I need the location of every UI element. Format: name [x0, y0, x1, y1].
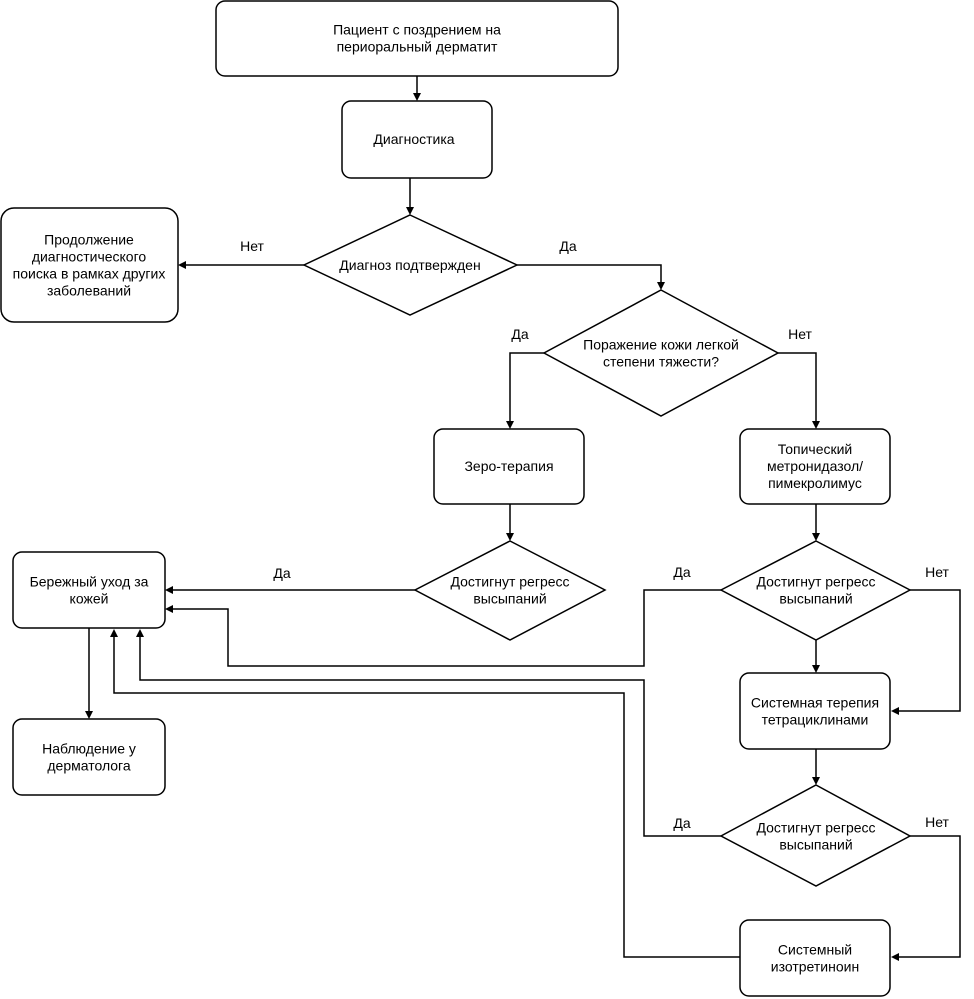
- arrowhead: [891, 707, 899, 715]
- edge-label-confirmed-no: Нет: [240, 238, 264, 254]
- label-line: Зеро-терапия: [464, 458, 553, 474]
- label-line: Пациент с поздрением на: [333, 22, 501, 38]
- edge-labels: Нет Да Да Нет Да Да Нет Да Нет: [240, 238, 949, 831]
- arrowhead: [136, 629, 144, 637]
- arrowhead: [413, 93, 421, 101]
- label-line: поиска в рамках других: [13, 266, 166, 282]
- edge-regress-3-no-to-isotretinoin: [898, 835, 961, 958]
- label-line: Диагноз подтвержден: [339, 257, 480, 273]
- edge-label-regress2-no: Нет: [925, 564, 949, 580]
- label-line: Наблюдение у: [42, 741, 136, 757]
- label-line: высыпаний: [779, 591, 852, 607]
- arrowhead: [657, 282, 665, 290]
- label-line: периоральный дерматит: [337, 39, 498, 55]
- node-zero-therapy-label: Зеро-терапия: [464, 458, 553, 474]
- edge-regress-2-no-to-tetracyclines: [898, 589, 961, 712]
- label-line: кожей: [70, 591, 109, 607]
- label-line: Продолжение: [44, 232, 134, 248]
- edge-label-mild-no: Нет: [788, 326, 812, 342]
- arrowhead: [812, 421, 820, 429]
- edge-label-regress3-no: Нет: [925, 814, 949, 830]
- edge-label-regress2-yes: Да: [673, 564, 690, 580]
- label-line: Достигнут регресс: [450, 574, 569, 590]
- arrowhead: [165, 586, 173, 594]
- label-line: Поражение кожи легкой: [583, 337, 739, 353]
- label-line: Бережный уход за: [30, 574, 149, 590]
- edge-label-regress3-yes: Да: [673, 815, 690, 831]
- edge-label-regress1-yes: Да: [273, 565, 290, 581]
- node-diagnosis-confirmed: Диагноз подтвержден: [302, 214, 519, 316]
- label-line: степени тяжести?: [603, 354, 719, 370]
- edge-label-mild-yes: Да: [511, 326, 528, 342]
- label-line: метронидазол/: [767, 458, 863, 474]
- edge-confirmed-yes-to-mild: [517, 264, 662, 283]
- label-line: тетрациклинами: [762, 712, 869, 728]
- label-line: высыпаний: [473, 591, 546, 607]
- label-line: Достигнут регресс: [756, 820, 875, 836]
- arrowhead: [812, 777, 820, 785]
- label-line: дерматолога: [47, 758, 130, 774]
- edge-isotretinoin-to-gentle-care: [113, 636, 740, 958]
- label-line: Топический: [778, 441, 853, 457]
- arrowhead: [85, 711, 93, 719]
- edge-regress-2-yes-to-gentle-care: [172, 589, 721, 667]
- label-line: заболеваний: [47, 283, 131, 299]
- edge-mild-no-to-topical: [778, 352, 817, 422]
- arrowhead: [812, 533, 820, 541]
- node-zero-therapy: Зеро-терапия: [433, 428, 585, 505]
- label-line: Диагностика: [373, 131, 454, 147]
- label-line: Достигнут регресс: [756, 574, 875, 590]
- node-diagnostics-label: Диагностика: [373, 131, 454, 147]
- label-line: высыпаний: [779, 837, 852, 853]
- node-diagnostics: Диагностика: [341, 100, 493, 179]
- arrowhead: [110, 629, 118, 637]
- node-diagnosis-confirmed-label: Диагноз подтвержден: [339, 257, 480, 273]
- label-line: пимекролимус: [768, 475, 862, 491]
- edge-mild-yes-to-zero-therapy: [509, 352, 544, 422]
- label-line: Системная терепия: [751, 695, 879, 711]
- label-line: диагностического: [32, 249, 147, 265]
- arrowhead: [812, 665, 820, 673]
- arrowhead: [891, 953, 899, 961]
- arrowhead: [506, 421, 514, 429]
- label-line: Системный: [778, 942, 852, 958]
- arrowhead: [506, 533, 514, 541]
- edges: [85, 76, 961, 961]
- edge-regress-3-yes-to-gentle-care: [139, 636, 721, 837]
- arrowhead: [406, 207, 414, 215]
- label-line: изотретиноин: [771, 959, 859, 975]
- edge-label-confirmed-yes: Да: [559, 238, 576, 254]
- arrowhead: [178, 261, 186, 269]
- arrowhead: [165, 605, 173, 613]
